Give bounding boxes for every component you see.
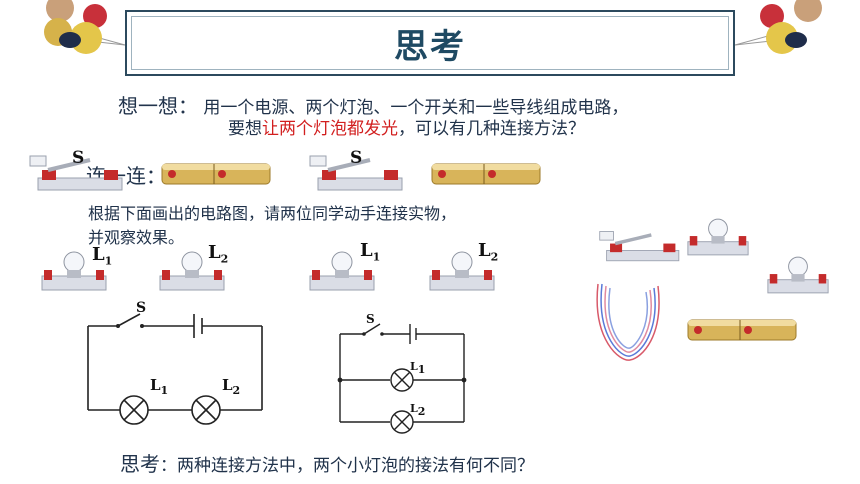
wires-icon: [596, 283, 660, 361]
parallel-circuit-diagram: [337, 323, 467, 434]
switch-icon: [599, 231, 680, 262]
switch-label-1: S: [72, 148, 85, 168]
lamp-label-2b: L2: [478, 240, 499, 264]
title-box: 思考: [125, 10, 735, 76]
question-text-1: 用一个电源、两个灯泡、一个开关和一些导线组成电路，: [203, 98, 629, 118]
connect-text-1: 根据下面画出的电路图，请两位同学动手连接实物，: [88, 204, 457, 223]
question-line-2: 要想让两个灯泡都发光，可以有几种连接方法？: [228, 114, 585, 139]
switch-icon: [29, 155, 123, 191]
question-text-2-pre: 要想: [228, 119, 262, 139]
page-title: 思考: [394, 26, 466, 67]
switch-icon: [309, 155, 403, 191]
battery-icon: [161, 163, 271, 185]
question-text-2-red: 让两个灯泡都发光: [262, 119, 398, 139]
parallel-lamp1-label: L1: [410, 360, 426, 377]
battery-icon: [687, 319, 797, 341]
series-lamp1-label: L1: [150, 376, 169, 397]
bulb-icon: [767, 256, 829, 294]
parallel-switch-label: S: [366, 312, 375, 326]
lamp-label-2a: L2: [208, 242, 229, 266]
question-text-2-post: ，可以有几种连接方法？: [398, 119, 585, 139]
bulb-icon: [429, 251, 495, 291]
connect-text-2: 并观察效果。: [88, 228, 185, 247]
bulb-icon: [687, 218, 749, 256]
lamp-label-1a: L1: [92, 244, 113, 268]
battery-icon: [431, 163, 541, 185]
parallel-lamp2-label: L2: [410, 402, 426, 419]
lamp-label-1b: L1: [360, 240, 381, 264]
question-line-1: 想一想： 用一个电源、两个灯泡、一个开关和一些导线组成电路，: [118, 90, 628, 119]
think-line: 思考：两种连接方法中，两个小灯泡的接法有何不同？: [120, 448, 534, 477]
bulb-icon: [41, 251, 107, 291]
bulb-icon: [159, 251, 225, 291]
series-switch-label: S: [136, 300, 147, 316]
switch-label-2: S: [350, 148, 363, 168]
bulb-icon: [309, 251, 375, 291]
think-label: 思考: [120, 452, 160, 476]
decor-balloons-left-icon: [44, 0, 126, 54]
think-text: ：两种连接方法中，两个小灯泡的接法有何不同？: [160, 456, 534, 476]
question-label: 想一想：: [118, 94, 198, 118]
series-circuit-diagram: [87, 313, 263, 425]
series-lamp2-label: L2: [222, 376, 241, 397]
decor-balloons-right-icon: [734, 0, 822, 54]
